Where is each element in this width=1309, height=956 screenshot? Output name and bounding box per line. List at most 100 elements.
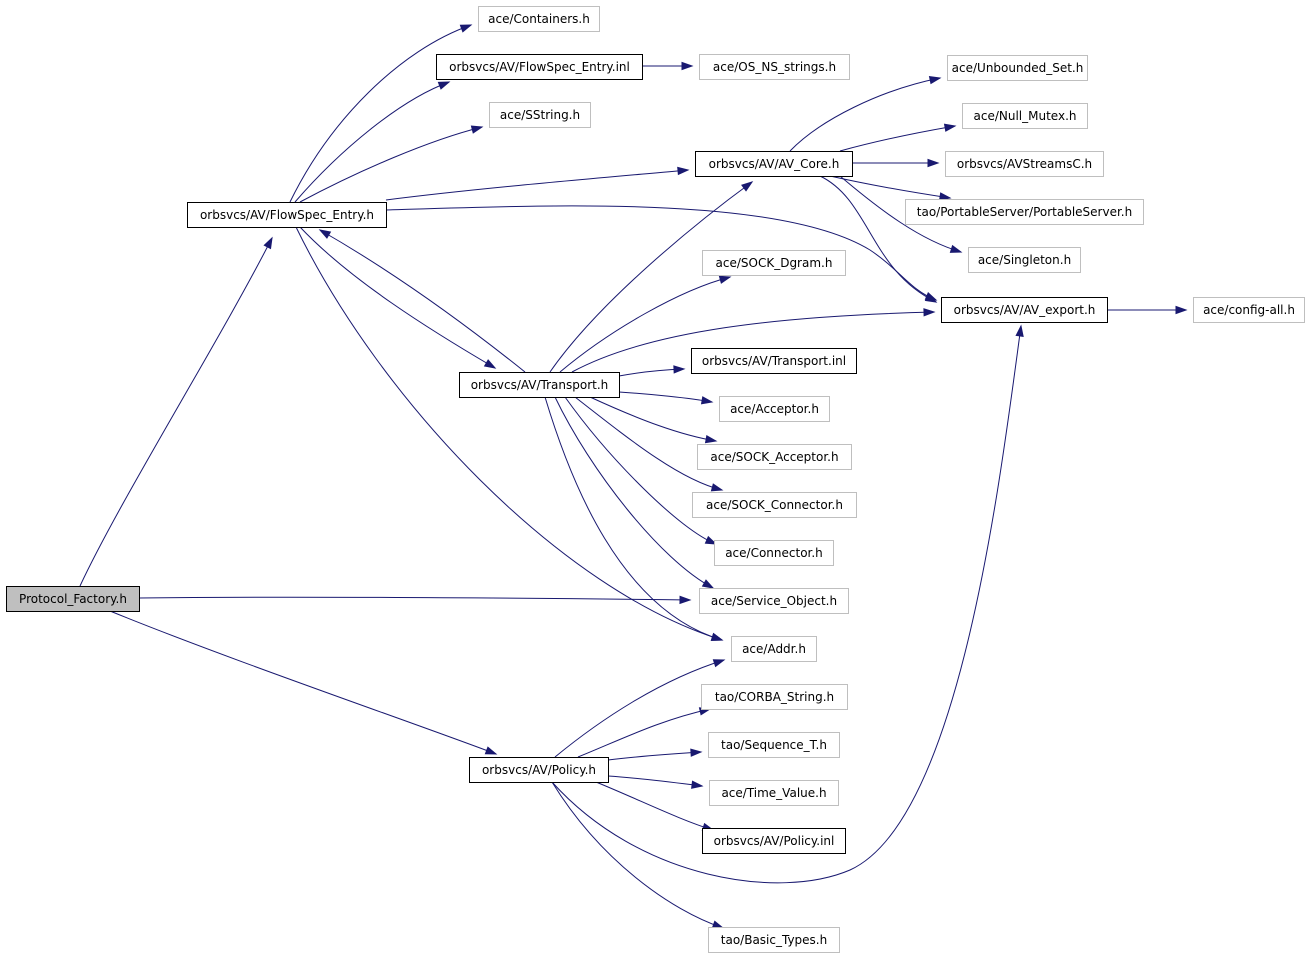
node-label: ace/SOCK_Dgram.h bbox=[716, 256, 833, 270]
edge-transport_h-to-av_core_h bbox=[549, 181, 754, 373]
edge-line bbox=[819, 175, 937, 303]
node-box bbox=[1193, 297, 1305, 323]
node-box bbox=[701, 684, 848, 710]
node-label: ace/SOCK_Connector.h bbox=[706, 498, 843, 512]
edge-line bbox=[789, 77, 941, 152]
node-singleton-h[interactable]: ace/Singleton.h bbox=[968, 247, 1081, 273]
node-label: ace/Acceptor.h bbox=[730, 402, 819, 416]
node-addr-h[interactable]: ace/Addr.h bbox=[731, 636, 817, 662]
edge-flowspec_entry_h-to-av_export_h bbox=[385, 205, 938, 301]
node-label: orbsvcs/AV/AV_export.h bbox=[954, 303, 1096, 317]
edge-line bbox=[299, 226, 496, 369]
node-connector-h[interactable]: ace/Connector.h bbox=[714, 540, 834, 566]
edge-line bbox=[571, 311, 935, 373]
node-label: ace/SOCK_Acceptor.h bbox=[710, 450, 838, 464]
node-protocol-factory[interactable]: Protocol_Factory.h bbox=[6, 586, 140, 612]
arrowhead-icon bbox=[484, 746, 498, 755]
node-label: ace/Service_Object.h bbox=[711, 594, 837, 608]
edge-line bbox=[618, 391, 713, 403]
arrowhead-icon bbox=[318, 229, 332, 239]
edge-av_core_h-to-av_export_h bbox=[819, 175, 938, 303]
edge-line bbox=[574, 396, 723, 491]
edge-transport_h-to-acceptor_h bbox=[618, 391, 714, 405]
node-box bbox=[962, 103, 1088, 129]
arrowhead-icon bbox=[1015, 324, 1024, 337]
edge-transport_h-to-addr_h bbox=[544, 396, 724, 641]
node-box bbox=[695, 151, 853, 177]
node-transport-h[interactable]: orbsvcs/AV/Transport.h bbox=[459, 372, 620, 398]
node-avstreamsc-h[interactable]: orbsvcs/AVStreamsC.h bbox=[945, 151, 1104, 177]
node-corba-string-h[interactable]: tao/CORBA_String.h bbox=[701, 684, 848, 710]
node-transport-inl[interactable]: orbsvcs/AV/Transport.inl bbox=[691, 348, 857, 374]
node-acceptor-h[interactable]: ace/Acceptor.h bbox=[719, 396, 830, 422]
node-label: ace/Time_Value.h bbox=[721, 786, 826, 800]
node-service-object-h[interactable]: ace/Service_Object.h bbox=[699, 588, 849, 614]
node-policy-inl[interactable]: orbsvcs/AV/Policy.inl bbox=[702, 828, 846, 854]
node-sock-dgram-h[interactable]: ace/SOCK_Dgram.h bbox=[702, 250, 846, 276]
node-time-value-h[interactable]: ace/Time_Value.h bbox=[709, 780, 839, 806]
node-policy-h[interactable]: orbsvcs/AV/Policy.h bbox=[469, 757, 609, 783]
edge-transport_h-to-connector_h bbox=[564, 396, 718, 545]
node-unbounded-set-h[interactable]: ace/Unbounded_Set.h bbox=[947, 55, 1088, 81]
arrowhead-icon bbox=[690, 748, 703, 757]
edge-flowspec_entry_h-to-transport_h bbox=[299, 226, 497, 369]
edge-av_core_h-to-avstreamsc_h bbox=[852, 158, 940, 168]
node-label: ace/Connector.h bbox=[725, 546, 823, 560]
node-containers-h[interactable]: ace/Containers.h bbox=[478, 6, 600, 32]
edge-line bbox=[839, 125, 956, 152]
node-label: ace/Addr.h bbox=[742, 642, 806, 656]
node-null-mutex-h[interactable]: ace/Null_Mutex.h bbox=[962, 103, 1088, 129]
edge-av_core_h-to-singleton_h bbox=[839, 175, 963, 253]
edge-line bbox=[551, 325, 1022, 884]
arrowhead-icon bbox=[704, 535, 718, 545]
arrowhead-icon bbox=[263, 236, 273, 250]
edge-flowspec_entry_inl-to-os_ns_strings_h bbox=[642, 61, 694, 71]
arrowhead-icon bbox=[459, 24, 473, 33]
arrowhead-icon bbox=[923, 308, 936, 317]
node-label: orbsvcs/AV/AV_Core.h bbox=[709, 157, 840, 171]
node-box bbox=[436, 54, 643, 80]
node-basic-types-h[interactable]: tao/Basic_Types.h bbox=[708, 927, 840, 953]
edge-transport_h-to-sock_connector_h bbox=[574, 396, 724, 492]
node-label: ace/OS_NS_strings.h bbox=[713, 60, 836, 74]
node-sequence-t-h[interactable]: tao/Sequence_T.h bbox=[708, 732, 840, 758]
arrowhead-icon bbox=[710, 632, 724, 641]
node-box bbox=[708, 927, 840, 953]
node-box bbox=[702, 828, 846, 854]
edge-line bbox=[554, 396, 714, 589]
node-box bbox=[697, 444, 852, 470]
edge-transport_h-to-sock_acceptor_h bbox=[589, 396, 718, 444]
node-config-all-h[interactable]: ace/config-all.h bbox=[1193, 297, 1305, 323]
node-label: tao/Basic_Types.h bbox=[721, 933, 827, 947]
node-box bbox=[947, 55, 1088, 81]
node-sock-connector-h[interactable]: ace/SOCK_Connector.h bbox=[692, 492, 857, 518]
edge-transport_h-to-transport_inl bbox=[618, 365, 686, 377]
node-box bbox=[708, 732, 840, 758]
arrowhead-icon bbox=[943, 123, 957, 132]
node-flowspec-entry-h[interactable]: orbsvcs/AV/FlowSpec_Entry.h bbox=[187, 202, 387, 228]
node-av-core-h[interactable]: orbsvcs/AV/AV_Core.h bbox=[695, 151, 853, 177]
node-sstring-h[interactable]: ace/SString.h bbox=[489, 102, 591, 128]
arrowhead-icon bbox=[691, 780, 704, 789]
node-label: ace/Containers.h bbox=[488, 12, 590, 26]
node-box bbox=[905, 199, 1144, 225]
node-flowspec-entry-inl[interactable]: orbsvcs/AV/FlowSpec_Entry.inl bbox=[436, 54, 643, 80]
arrowhead-icon bbox=[938, 192, 952, 201]
node-av-export-h[interactable]: orbsvcs/AV/AV_export.h bbox=[941, 297, 1108, 323]
node-os-ns-strings-h[interactable]: ace/OS_NS_strings.h bbox=[699, 54, 850, 80]
node-box bbox=[941, 297, 1108, 323]
node-portableserver-h[interactable]: tao/PortableServer/PortableServer.h bbox=[905, 199, 1144, 225]
edge-line bbox=[79, 237, 273, 587]
arrowhead-icon bbox=[927, 158, 940, 168]
edge-line bbox=[299, 126, 483, 203]
node-box bbox=[459, 372, 620, 398]
arrowhead-icon bbox=[1175, 305, 1188, 315]
edge-flowspec_entry_h-to-addr_h bbox=[295, 226, 724, 641]
edge-line bbox=[289, 24, 472, 203]
node-sock-acceptor-h[interactable]: ace/SOCK_Acceptor.h bbox=[697, 444, 852, 470]
node-box bbox=[699, 588, 849, 614]
edge-line bbox=[829, 175, 951, 199]
node-label: ace/Unbounded_Set.h bbox=[952, 61, 1084, 75]
edge-line bbox=[295, 226, 723, 641]
edge-line bbox=[551, 781, 724, 929]
